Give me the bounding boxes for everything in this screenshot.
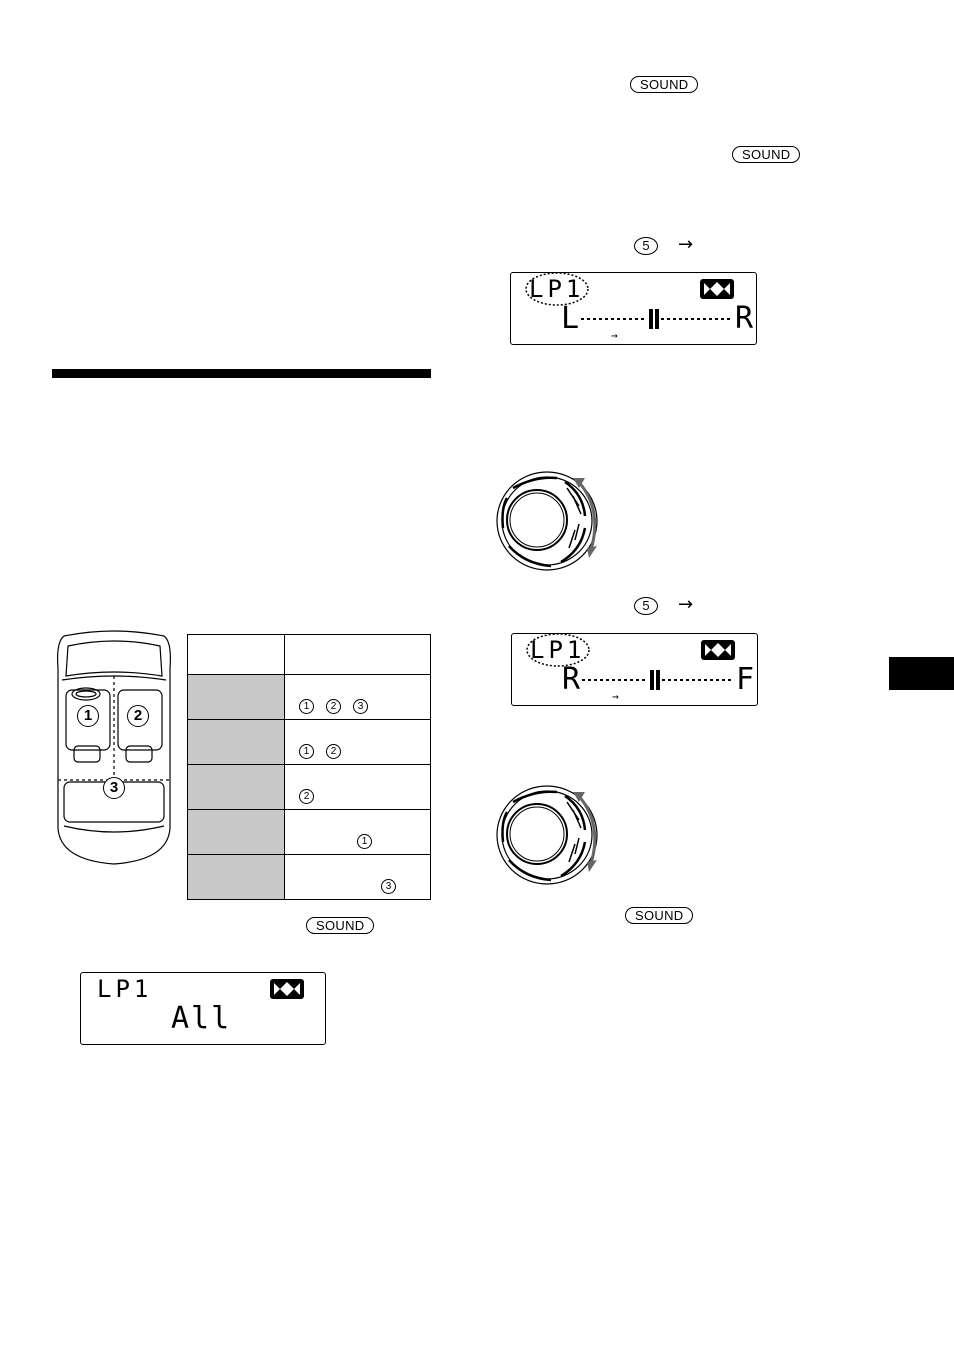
preset-5-key-middle: 5 <box>634 597 658 615</box>
fader-scale-icon <box>582 670 732 690</box>
lcd-display-position: LP1 All <box>80 972 326 1045</box>
table-value-cell: 1 <box>284 809 431 855</box>
section-rule <box>52 369 431 378</box>
seat-number-icon: 1 <box>299 699 314 714</box>
balance-scale-icon <box>581 309 731 329</box>
seat-number-icon: 2 <box>326 744 341 759</box>
lcd-blink-halo-icon <box>526 633 590 667</box>
sound-button-3: SOUND <box>625 907 694 924</box>
lcd-fader-right: F <box>736 662 755 697</box>
table-row: 2 <box>187 764 431 810</box>
seat-2-label: 2 <box>127 705 149 727</box>
table-key-cell <box>187 809 285 855</box>
table-header-row <box>187 634 431 675</box>
lcd-mode-text: LP1 <box>97 975 153 1003</box>
lcd-balance-right: R <box>735 301 754 336</box>
lcd-small-arrow: → <box>612 690 619 703</box>
preset-5-key-top: 5 <box>634 237 658 255</box>
lcd-fader-left: R <box>562 662 581 697</box>
seat-number-icon: 3 <box>353 699 368 714</box>
lcd-mode-text: LP1 <box>530 636 586 664</box>
seat-number-icon: 1 <box>299 744 314 759</box>
rotary-knob-icon <box>496 471 598 571</box>
sound-button-4: SOUND <box>306 917 375 934</box>
table-key-cell <box>187 719 285 765</box>
lcd-position-value: All <box>171 1001 232 1036</box>
lcd-balance-left: L <box>561 301 580 336</box>
lcd-mode-text: LP1 <box>529 275 585 303</box>
seat-number-icon: 2 <box>326 699 341 714</box>
seat-number-icon: 1 <box>357 834 372 849</box>
seat-number-icon: 3 <box>381 879 396 894</box>
sound-button-2: SOUND <box>732 146 801 163</box>
table-key-cell <box>187 674 285 720</box>
seat-number-icon: 2 <box>299 789 314 804</box>
speaker-position-icon <box>701 640 735 660</box>
table-header-cell <box>187 634 285 675</box>
table-key-cell <box>187 764 285 810</box>
lcd-display-balance: LP1 L R → <box>510 272 757 345</box>
table-key-cell <box>187 854 285 900</box>
sound-button-1: SOUND <box>630 76 699 93</box>
table-row: 3 <box>187 854 431 900</box>
table-value-cell: 3 <box>284 854 431 900</box>
lcd-blink-halo-icon <box>525 272 589 306</box>
speaker-position-icon <box>270 979 304 999</box>
car-top-view-illustration <box>57 630 171 865</box>
table-header-cell <box>284 634 431 675</box>
rotary-knob-icon <box>496 785 598 885</box>
lcd-small-arrow: → <box>611 329 618 342</box>
seat-3-label: 3 <box>103 777 125 799</box>
arrow-right-icon: → <box>678 594 694 615</box>
seat-1-label: 1 <box>77 705 99 727</box>
arrow-right-icon: → <box>678 234 694 255</box>
lcd-display-fader: LP1 R F → <box>511 633 758 706</box>
side-tab <box>889 657 954 690</box>
table-row: 1 <box>187 809 431 855</box>
table-value-cell: 2 <box>284 764 431 810</box>
speaker-position-icon <box>700 279 734 299</box>
